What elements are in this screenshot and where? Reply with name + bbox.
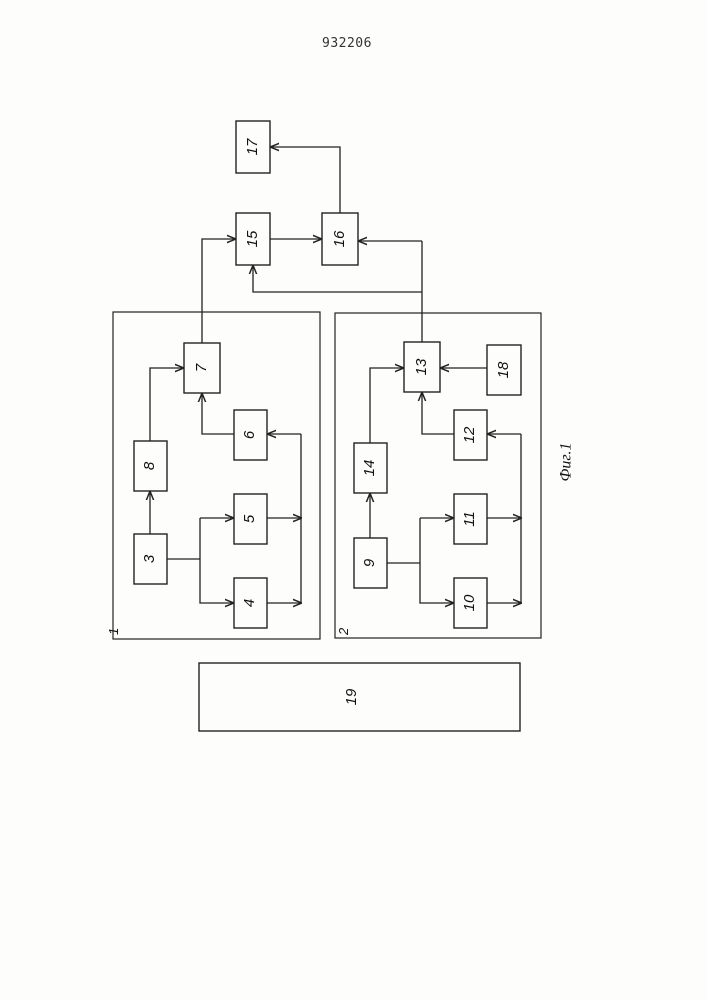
conn-12-to-13 xyxy=(422,393,454,434)
conn-8-to-7 xyxy=(150,368,183,441)
block-12-label: 12 xyxy=(461,426,478,443)
block-16-label: 16 xyxy=(331,230,348,247)
conn-split-to-10 xyxy=(420,518,453,603)
group-1-label: 1 xyxy=(106,628,121,635)
conn-split-to-4 xyxy=(200,518,233,603)
group-1-connections xyxy=(150,239,301,603)
block-14-label: 14 xyxy=(361,460,378,477)
conn-6-to-7 xyxy=(202,394,234,434)
block-5-label: 5 xyxy=(241,514,258,523)
block-10-label: 10 xyxy=(461,594,478,611)
figure-caption: Фиг.1 xyxy=(558,443,575,482)
group-2-label: 2 xyxy=(336,627,351,636)
conn-7-to-15 xyxy=(202,239,235,343)
block-13-label: 13 xyxy=(413,358,430,375)
block-4-label: 4 xyxy=(241,599,258,607)
conn-16-to-17 xyxy=(271,147,340,213)
block-19-label: 19 xyxy=(343,688,360,705)
block-11-label: 11 xyxy=(461,511,478,527)
block-7-label: 7 xyxy=(193,363,210,372)
block-9-label: 9 xyxy=(361,558,378,567)
block-6-label: 6 xyxy=(241,430,258,439)
block-15-label: 15 xyxy=(244,230,261,247)
conn-14-to-13 xyxy=(370,368,403,443)
conn-13-to-15 xyxy=(253,266,422,292)
block-3-label: 3 xyxy=(141,554,158,563)
block-17-label: 17 xyxy=(244,138,261,155)
block-18-label: 18 xyxy=(495,361,512,378)
block-8-label: 8 xyxy=(141,461,158,470)
